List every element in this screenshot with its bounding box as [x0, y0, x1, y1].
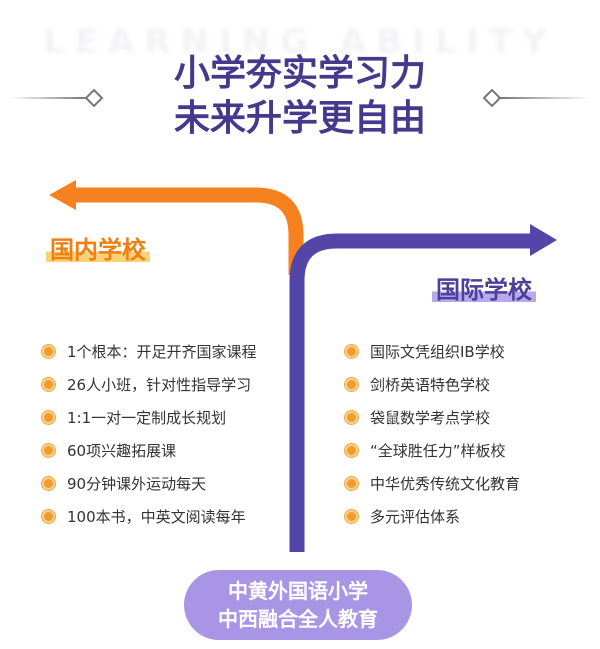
list-item: 1个根本：开足开齐国家课程 [42, 335, 257, 368]
school-slogan: 中西融合全人教育 [218, 607, 378, 631]
bullet-icon [345, 477, 358, 490]
bullet-icon [42, 345, 55, 358]
list-item-text: 100本书，中英文阅读每年 [67, 508, 246, 526]
list-item: 多元评估体系 [345, 500, 520, 533]
list-item-text: 1个根本：开足开齐国家课程 [67, 343, 257, 361]
diamond-left-icon [84, 88, 104, 108]
bullet-icon [345, 444, 358, 457]
page-title-line1: 小学夯实学习力 [173, 52, 426, 94]
bullet-icon [42, 411, 55, 424]
list-item-text: 多元评估体系 [370, 508, 461, 526]
international-arrow-head-icon [530, 224, 557, 256]
list-item: 国际文凭组织IB学校 [345, 335, 520, 368]
domestic-arrow [70, 187, 304, 275]
list-item-text: 26人小班，针对性指导学习 [67, 376, 252, 394]
international-school-label: 国际学校 [432, 270, 536, 305]
list-item: 26人小班，针对性指导学习 [42, 368, 257, 401]
list-item: “全球胜任力”样板校 [345, 434, 520, 467]
page-title-line2: 未来升学更自由 [173, 97, 426, 139]
bullet-icon [345, 411, 358, 424]
list-item: 1:1一对一定制成长规划 [42, 401, 257, 434]
list-item-text: 1:1一对一定制成长规划 [67, 409, 227, 427]
school-badge: 中黄外国语小学 中西融合全人教育 [184, 570, 412, 640]
bullet-icon [42, 477, 55, 490]
list-item: 100本书，中英文阅读每年 [42, 500, 257, 533]
list-item-text: 60项兴趣拓展课 [67, 442, 177, 460]
international-list: 国际文凭组织IB学校 剑桥英语特色学校 袋鼠数学考点学校 “全球胜任力”样板校 … [345, 335, 520, 533]
list-item: 中华优秀传统文化教育 [345, 467, 520, 500]
list-item-text: 袋鼠数学考点学校 [370, 409, 491, 427]
list-item-text: 国际文凭组织IB学校 [370, 343, 505, 361]
bullet-icon [345, 378, 358, 391]
bullet-icon [345, 510, 358, 523]
domestic-arrow-head-icon [49, 180, 76, 210]
domestic-list: 1个根本：开足开齐国家课程 26人小班，针对性指导学习 1:1一对一定制成长规划… [42, 335, 257, 533]
list-item-text: 90分钟课外运动每天 [67, 475, 207, 493]
list-item: 剑桥英语特色学校 [345, 368, 520, 401]
divider-right [500, 97, 590, 99]
bullet-icon [42, 378, 55, 391]
bullet-icon [42, 510, 55, 523]
list-item-text: 剑桥英语特色学校 [370, 376, 491, 394]
list-item-text: 中华优秀传统文化教育 [370, 475, 521, 493]
list-item: 60项兴趣拓展课 [42, 434, 257, 467]
watermark-text: LEARNING ABILITY [43, 22, 557, 62]
domestic-school-label: 国内学校 [46, 230, 150, 265]
bullet-icon [42, 444, 55, 457]
list-item: 90分钟课外运动每天 [42, 467, 257, 500]
list-item-text: “全球胜任力”样板校 [370, 442, 506, 460]
school-name: 中黄外国语小学 [228, 579, 368, 603]
international-arrow [289, 233, 535, 552]
divider-left [10, 97, 86, 99]
list-item: 袋鼠数学考点学校 [345, 401, 520, 434]
bullet-icon [345, 345, 358, 358]
